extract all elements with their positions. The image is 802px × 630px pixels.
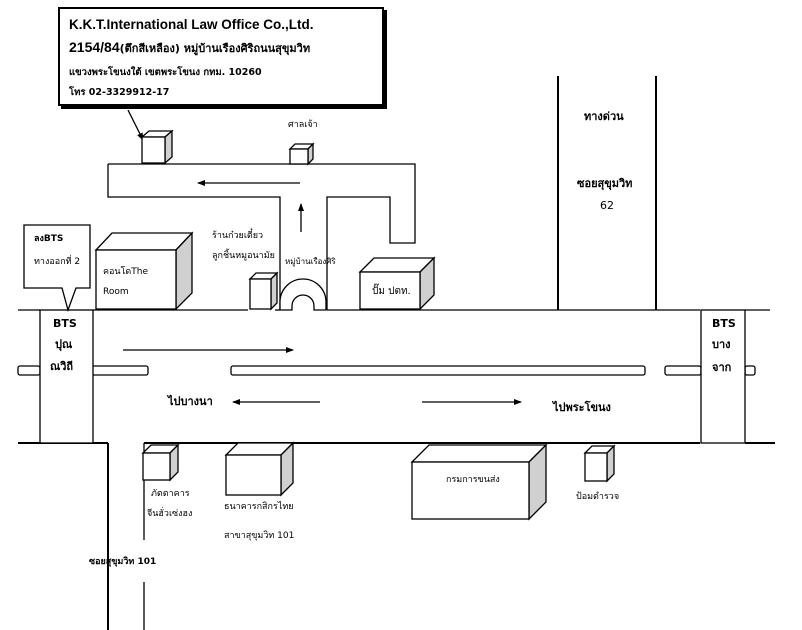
to-phrakhanong-label: ไปพระโขนง bbox=[553, 401, 611, 414]
noodle-shop-icon bbox=[248, 271, 279, 311]
bts-punnawithi-label-2: ปุณ bbox=[55, 338, 73, 351]
kbank-building-icon bbox=[224, 441, 295, 497]
office-building-icon bbox=[140, 129, 174, 165]
bts-track bbox=[17, 365, 756, 376]
bts-exit-bubble bbox=[23, 224, 91, 313]
address-number: 2154/84 bbox=[69, 39, 120, 55]
bts-punnawithi-label-3: ณวิถี bbox=[50, 360, 74, 373]
ptt-station-icon bbox=[358, 256, 436, 311]
phone-number: โทร 02-3329912-17 bbox=[69, 87, 170, 98]
condo-label-1: คอนโดThe bbox=[103, 267, 148, 277]
condo-building-icon bbox=[94, 231, 194, 311]
restaurant-label-2: จีนฮั่วเซ่งฮง bbox=[147, 509, 193, 519]
transport-dept-building-icon bbox=[410, 443, 548, 521]
expressway-soi62 bbox=[557, 76, 657, 310]
village-soi bbox=[107, 163, 416, 310]
bts-punnawithi-label-1: BTS bbox=[53, 317, 77, 330]
ptt-station-label: ปั๊ม ปตท. bbox=[372, 286, 411, 297]
shrine-label: ศาลเจ้า bbox=[288, 120, 318, 130]
address-line2: แขวงพระโขนงใต้ เขตพระโขนง กทม. 10260 bbox=[69, 67, 262, 78]
kbank-label-2: สาขาสุขุมวิท 101 bbox=[224, 531, 295, 541]
police-box-label: ป้อมตำรวจ bbox=[576, 492, 620, 502]
bts-punnawithi-station bbox=[39, 309, 94, 444]
condo-label-2: Room bbox=[103, 287, 129, 297]
bts-bangchak-label-3: จาก bbox=[712, 361, 732, 374]
restaurant-label-1: ภัตตาคาร bbox=[151, 489, 190, 499]
restaurant-icon bbox=[141, 443, 180, 482]
bts-bangchak-label-1: BTS bbox=[712, 317, 736, 330]
kbank-label-1: ธนาคารกสิกรไทย bbox=[224, 502, 294, 512]
shrine-icon bbox=[288, 142, 315, 166]
bts-bangchak-label-2: บาง bbox=[712, 338, 731, 351]
village-gate-icon bbox=[279, 278, 327, 311]
bts-exit-label-1: ลงBTS bbox=[34, 234, 64, 244]
address-line-number: 2154/84(ตึกสีเหลือง) หมู่บ้านเรืองศิริถน… bbox=[69, 39, 310, 57]
address-line1: (ตึกสีเหลือง) หมู่บ้านเรืองศิริถนนสุขุมว… bbox=[119, 42, 311, 55]
company-name: K.K.T.International Law Office Co.,Ltd. bbox=[69, 17, 314, 32]
expressway-label: ทางด่วน bbox=[584, 110, 624, 123]
sukhumvit-road bbox=[18, 309, 775, 444]
soi101-label: ซอยสุขุมวิท 101 bbox=[89, 557, 157, 567]
village-gate-label: หมู่บ้านเรืองศิริ bbox=[285, 257, 336, 266]
to-bangna-label: ไปบางนา bbox=[168, 395, 213, 408]
bts-bangchak-station bbox=[700, 309, 746, 444]
soi62-label: ซอยสุขุมวิท bbox=[577, 177, 633, 190]
noodle-shop-label-2: ลูกชิ้นหมูอนามัย bbox=[212, 251, 275, 261]
office-address-callout: K.K.T.International Law Office Co.,Ltd. … bbox=[58, 7, 384, 106]
transport-dept-label: กรมการขนส่ง bbox=[446, 475, 500, 485]
soi62-number: 62 bbox=[600, 199, 614, 212]
police-box-icon bbox=[583, 444, 616, 483]
noodle-shop-label-1: ร้านก๋วยเตี๋ยว bbox=[212, 231, 264, 241]
soi-101-road bbox=[107, 443, 145, 630]
callout-pointer bbox=[127, 109, 144, 141]
bts-exit-label-2: ทางออกที่ 2 bbox=[34, 257, 81, 267]
